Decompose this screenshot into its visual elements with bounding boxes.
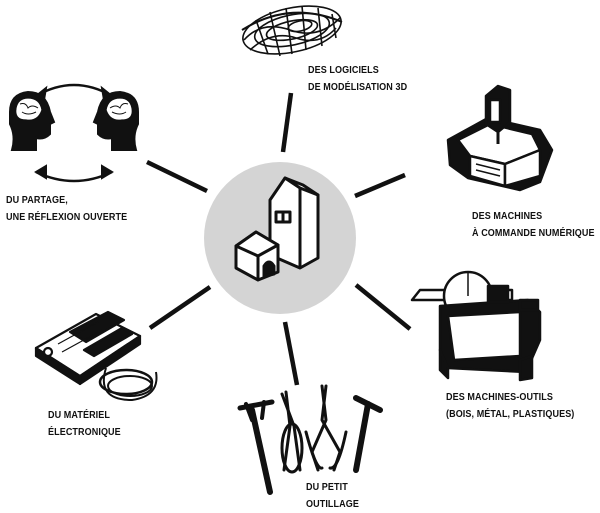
connector-materiel [148,285,212,330]
fablab-building-icon [234,176,320,282]
table-saw-icon [410,270,542,382]
label-materiel-electronique: DU MATÉRIEL ÉLECTRONIQUE [48,409,121,438]
connectors [146,92,412,386]
circuit-board-icon [34,310,158,401]
connector-machines-outils [354,283,412,331]
label-machines-cn: DES MACHINES À COMMANDE NUMÉRIQUE [472,210,595,239]
connector-machines-cn [354,172,406,199]
cnc-milling-machine-icon [446,84,554,192]
connector-petit-outillage [282,321,300,386]
label-petit-outillage: DU PETIT OUTILLAGE [306,481,359,510]
hand-tools-icon [237,384,383,495]
3d-wireframe-torus-icon [241,5,343,57]
label-machines-outils: DES MACHINES-OUTILS (BOIS, MÉTAL, PLASTI… [446,391,575,420]
label-logiciels: DES LOGICIELS DE MODÉLISATION 3D [308,64,408,93]
label-partage: DU PARTAGE, UNE RÉFLEXION OUVERTE [6,194,128,223]
two-heads-sharing-icon [9,83,139,183]
connector-partage [146,159,208,194]
connector-logiciels [280,92,294,153]
